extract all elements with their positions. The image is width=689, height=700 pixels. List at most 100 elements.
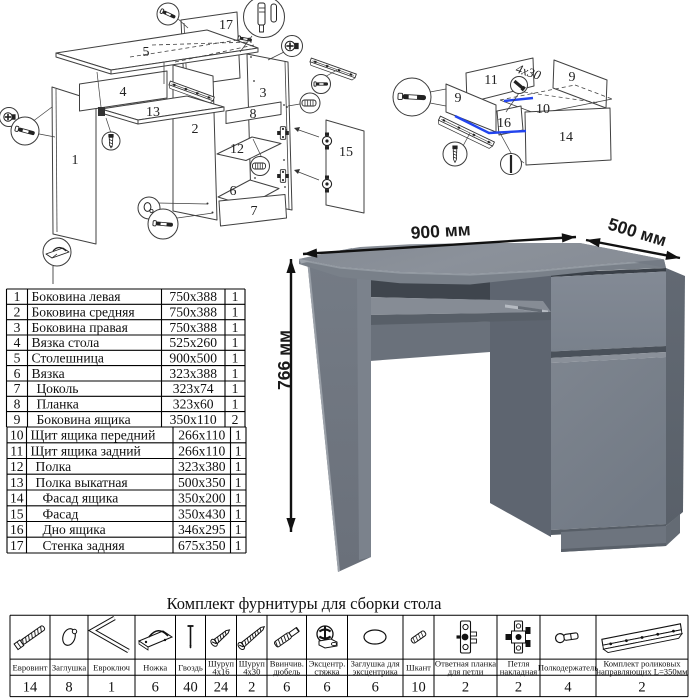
svg-text:15: 15 (10, 506, 24, 521)
svg-text:Комплект роликовых: Комплект роликовых (603, 658, 681, 668)
svg-text:2: 2 (638, 680, 645, 696)
svg-text:323х388: 323х388 (169, 366, 217, 381)
svg-text:Комплект фурнитуры для сборки: Комплект фурнитуры для сборки стола (167, 594, 443, 613)
svg-text:1: 1 (232, 289, 239, 304)
svg-text:12: 12 (230, 142, 244, 157)
svg-text:для петли: для петли (448, 666, 484, 676)
svg-text:Заглушка: Заглушка (52, 663, 86, 673)
svg-text:Шкант: Шкант (406, 663, 431, 673)
svg-text:Полка выкатная: Полка выкатная (36, 475, 128, 490)
svg-text:Эксцентр.: Эксцентр. (309, 658, 346, 668)
svg-text:1: 1 (108, 680, 115, 696)
svg-text:5: 5 (14, 350, 21, 365)
svg-text:Дно ящика: Дно ящика (43, 522, 106, 537)
svg-text:1: 1 (72, 153, 79, 168)
svg-text:9: 9 (455, 91, 462, 106)
svg-text:14: 14 (10, 491, 24, 506)
svg-text:1: 1 (235, 459, 242, 474)
svg-text:Ввинчив.: Ввинчив. (270, 658, 304, 668)
svg-text:266х110: 266х110 (178, 443, 225, 458)
svg-text:8: 8 (14, 396, 21, 411)
svg-text:2: 2 (192, 122, 199, 137)
svg-text:Фасад: Фасад (43, 506, 79, 521)
svg-text:9: 9 (569, 70, 576, 85)
svg-text:4: 4 (120, 85, 127, 100)
svg-text:дюбель: дюбель (273, 666, 300, 676)
svg-text:4: 4 (564, 680, 572, 696)
svg-text:Стенка задняя: Стенка задняя (43, 538, 125, 553)
svg-text:Ножка: Ножка (143, 663, 167, 673)
svg-text:40: 40 (183, 680, 198, 696)
svg-text:6: 6 (230, 184, 237, 199)
svg-text:1: 1 (232, 305, 239, 320)
svg-text:1: 1 (232, 396, 239, 411)
svg-text:6: 6 (14, 366, 21, 381)
svg-text:Шуруп: Шуруп (239, 658, 265, 668)
svg-text:5: 5 (143, 45, 150, 60)
svg-text:6: 6 (323, 680, 330, 696)
svg-text:900х500: 900х500 (169, 350, 217, 365)
svg-text:Шуруп: Шуруп (208, 658, 234, 668)
svg-text:Щит ящика задний: Щит ящика задний (31, 443, 141, 458)
svg-text:1: 1 (232, 366, 239, 381)
svg-text:17: 17 (10, 538, 24, 553)
svg-text:9: 9 (14, 412, 21, 427)
svg-text:323х380: 323х380 (178, 459, 226, 474)
svg-text:323х60: 323х60 (173, 396, 214, 411)
svg-text:3: 3 (14, 320, 21, 335)
svg-text:Евровинт: Евровинт (13, 663, 48, 673)
svg-text:Боковина левая: Боковина левая (32, 289, 121, 304)
svg-text:750х388: 750х388 (169, 320, 217, 335)
svg-text:500х350: 500х350 (178, 475, 226, 490)
svg-text:Полка: Полка (36, 459, 72, 474)
svg-text:Щит ящика передний: Щит ящика передний (31, 428, 156, 443)
svg-text:Заглушка для: Заглушка для (351, 658, 400, 668)
svg-text:16: 16 (497, 116, 511, 131)
svg-text:1: 1 (235, 538, 242, 553)
svg-text:6: 6 (372, 680, 379, 696)
svg-text:323х74: 323х74 (173, 381, 214, 396)
svg-text:Евроключ: Евроключ (93, 663, 130, 673)
svg-text:2: 2 (14, 305, 21, 320)
svg-text:1: 1 (235, 443, 242, 458)
svg-text:350х200: 350х200 (178, 491, 226, 506)
svg-text:стяжка: стяжка (314, 666, 339, 676)
svg-text:266х110: 266х110 (178, 428, 225, 443)
svg-text:1: 1 (14, 289, 21, 304)
svg-text:7: 7 (14, 381, 21, 396)
svg-text:24: 24 (214, 680, 229, 696)
svg-text:11: 11 (484, 73, 497, 88)
svg-text:2: 2 (232, 412, 239, 427)
svg-text:1: 1 (235, 506, 242, 521)
svg-text:Цоколь: Цоколь (37, 381, 79, 396)
svg-text:750х388: 750х388 (169, 305, 217, 320)
svg-text:12: 12 (10, 459, 24, 474)
svg-text:350х430: 350х430 (178, 506, 226, 521)
svg-text:Вязка: Вязка (32, 366, 65, 381)
svg-text:8: 8 (65, 680, 72, 696)
svg-text:2: 2 (248, 680, 255, 696)
svg-text:4х16: 4х16 (212, 666, 230, 676)
svg-text:16: 16 (10, 522, 24, 537)
svg-text:1: 1 (232, 350, 239, 365)
svg-text:17: 17 (219, 18, 233, 33)
svg-text:1: 1 (235, 522, 242, 537)
svg-text:1: 1 (232, 381, 239, 396)
svg-text:4: 4 (14, 335, 21, 350)
svg-text:350х110: 350х110 (170, 412, 217, 427)
svg-text:6: 6 (283, 680, 290, 696)
svg-text:346х295: 346х295 (178, 522, 226, 537)
svg-text:900 мм: 900 мм (410, 219, 471, 243)
svg-text:750х388: 750х388 (169, 289, 217, 304)
svg-text:8: 8 (250, 107, 257, 122)
svg-text:1: 1 (235, 475, 242, 490)
svg-text:766 мм: 766 мм (274, 330, 294, 390)
svg-text:10: 10 (10, 428, 24, 443)
svg-text:3: 3 (260, 86, 267, 101)
svg-text:13: 13 (146, 105, 160, 120)
svg-text:4х30: 4х30 (243, 666, 260, 676)
svg-text:2: 2 (515, 680, 522, 696)
svg-text:Вязка стола: Вязка стола (32, 335, 100, 350)
svg-text:10: 10 (536, 102, 550, 117)
svg-text:15: 15 (339, 145, 353, 160)
